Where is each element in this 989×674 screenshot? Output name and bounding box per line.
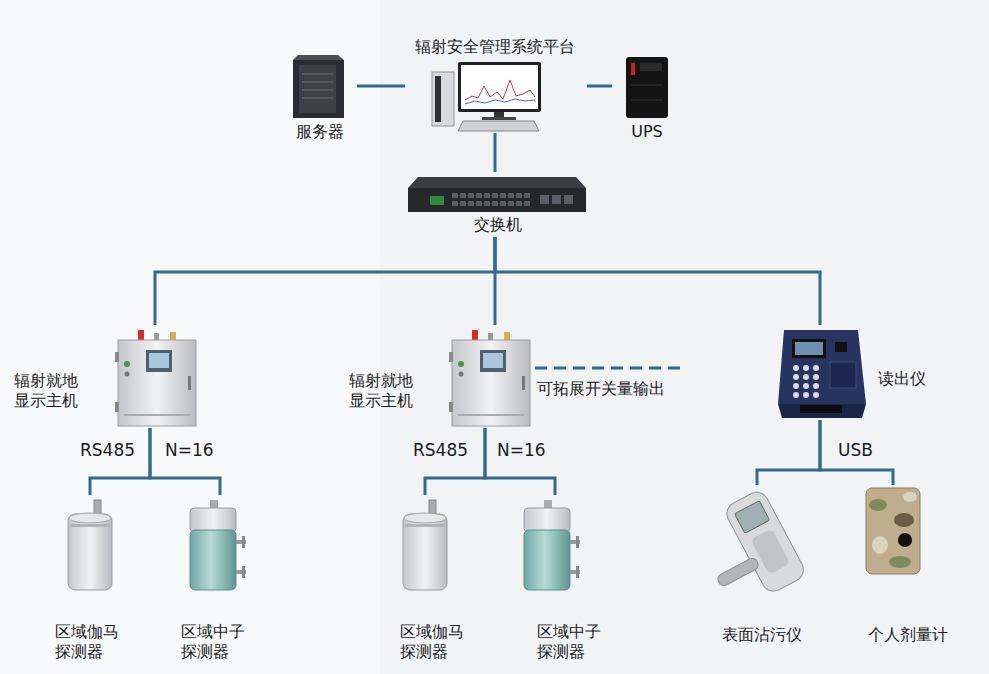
- server: 服务器: [285, 52, 357, 144]
- node-label: 服务器: [285, 122, 355, 142]
- neutron-detector: 区域中子 探测器: [175, 495, 265, 665]
- connector: [155, 237, 495, 325]
- neutron-detector: 区域中子 探测器: [530, 495, 620, 665]
- connector: [820, 420, 893, 485]
- node-label: 辐射安全管理系统平台: [405, 37, 585, 57]
- node-label: UPS: [612, 122, 682, 142]
- node-label: 交换机: [405, 215, 590, 235]
- ups: UPS: [612, 52, 684, 144]
- count-label: N=16: [165, 440, 214, 460]
- node-label: 区域伽马 探测器: [400, 622, 478, 662]
- count-label: N=16: [497, 440, 546, 460]
- connector: [90, 428, 150, 495]
- node-label: 读出仪: [878, 369, 940, 389]
- connector: [587, 85, 612, 88]
- output-note: 可拓展开关量输出: [537, 379, 665, 399]
- surface-meter: 表面沾污仪: [705, 485, 835, 650]
- node-label: 个人剂量计: [868, 625, 968, 645]
- display-host: 辐射就地 显示主机: [10, 325, 205, 428]
- bus-label: RS485: [413, 440, 468, 460]
- network-switch: 交换机: [405, 172, 592, 237]
- reader-device: 读出仪: [775, 325, 945, 420]
- gamma-detector: 区域伽马 探测器: [392, 495, 480, 665]
- bus-label: USB: [838, 440, 873, 460]
- node-label: 区域中子 探测器: [537, 622, 615, 662]
- node-label: 表面沾污仪: [722, 625, 832, 645]
- gamma-detector: 区域伽马 探测器: [50, 495, 135, 665]
- connector: [495, 237, 820, 325]
- connector: [485, 428, 555, 495]
- connector: [150, 428, 220, 495]
- node-label: 辐射就地 显示主机: [349, 371, 419, 411]
- connector: [425, 428, 485, 495]
- connector: [757, 420, 820, 485]
- node-label: 区域中子 探测器: [181, 622, 259, 662]
- node-label: 区域伽马 探测器: [55, 622, 133, 662]
- bus-label: RS485: [80, 440, 135, 460]
- connector: [494, 133, 497, 172]
- platform-computer: 辐射安全管理系统平台: [405, 35, 587, 133]
- connector: [357, 85, 405, 88]
- node-label: 辐射就地 显示主机: [14, 371, 84, 411]
- display-host: 辐射就地 显示主机: [345, 325, 540, 428]
- personal-dosimeter: 个人剂量计: [855, 485, 975, 650]
